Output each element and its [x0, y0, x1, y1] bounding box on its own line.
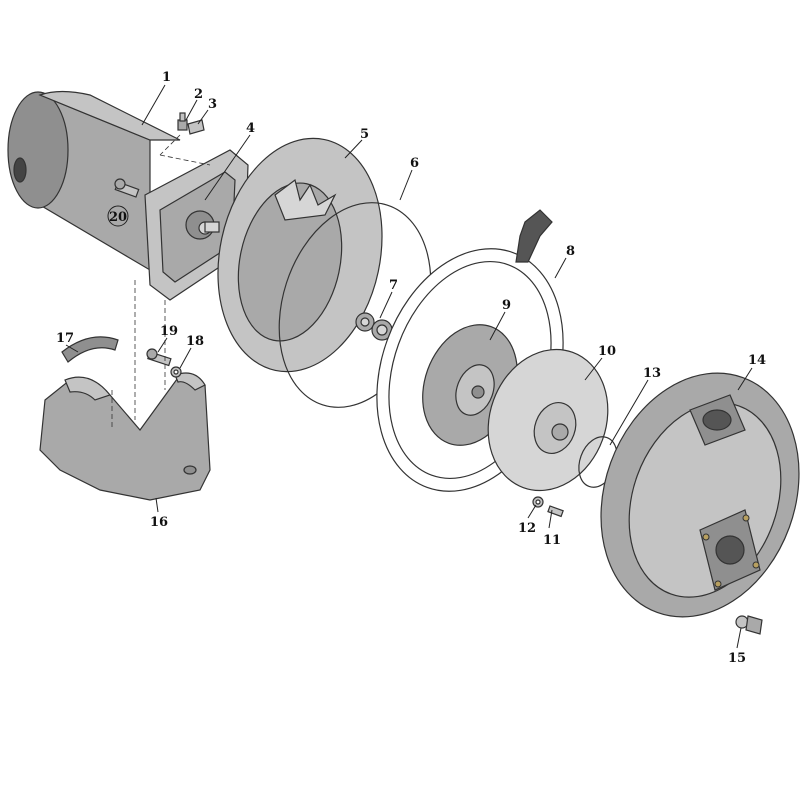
pump-housing: [600, 372, 800, 618]
motor-bolt: [114, 178, 140, 198]
callout-3: 3: [208, 97, 217, 112]
leader-lines: [65, 84, 753, 649]
callout-6: 6: [410, 156, 419, 171]
callout-13: 13: [643, 366, 661, 381]
callout-15: 15: [728, 651, 746, 666]
flange-bolt-hole: [752, 561, 760, 569]
callout-5: 5: [360, 127, 369, 142]
callout-19: 19: [160, 324, 178, 339]
base-cushion: [61, 336, 119, 363]
callout-17: 17: [56, 331, 74, 346]
motor-base: [39, 372, 211, 501]
alignment-lines: [111, 134, 211, 430]
motor-end-cap: [7, 91, 69, 209]
flange-bolt-hole: [742, 514, 750, 522]
callout-8: 8: [566, 244, 575, 259]
motor-vent-hole: [13, 157, 27, 183]
seal-plate-ribs: [274, 178, 337, 221]
callout-9: 9: [502, 298, 511, 313]
callout-14: 14: [748, 353, 766, 368]
motor-screw: [177, 112, 188, 131]
wire-clip: [187, 119, 205, 135]
callout-11: 11: [543, 533, 561, 548]
wire-harness: [515, 209, 553, 263]
callout-18: 18: [186, 334, 204, 349]
drain-plug: [735, 615, 763, 635]
diffuser-washer: [532, 496, 544, 508]
motor-housing-top: [38, 90, 181, 141]
callout-20: 20: [109, 210, 127, 225]
callout-12: 12: [518, 521, 536, 536]
callout-1: 1: [162, 70, 171, 85]
callout-2: 2: [194, 87, 203, 102]
seal-plate: [217, 137, 383, 373]
callouts: 1 2 3 4 5 6 7 8 9 10 11 12 13 14 15 16 1…: [56, 70, 766, 666]
base-washer: [170, 366, 182, 378]
motor: [7, 90, 181, 272]
callout-10: 10: [598, 344, 616, 359]
flange-bolt-hole: [702, 533, 710, 541]
callout-7: 7: [389, 278, 398, 293]
diffuser-screw: [547, 505, 564, 518]
shaft-seal: [355, 312, 393, 341]
shaft-stub: [204, 221, 220, 233]
diffuser: [487, 348, 609, 492]
callout-16: 16: [150, 515, 168, 530]
base-bolt: [146, 348, 172, 367]
callout-4: 4: [246, 121, 255, 136]
flange-bolt-hole: [714, 580, 722, 588]
